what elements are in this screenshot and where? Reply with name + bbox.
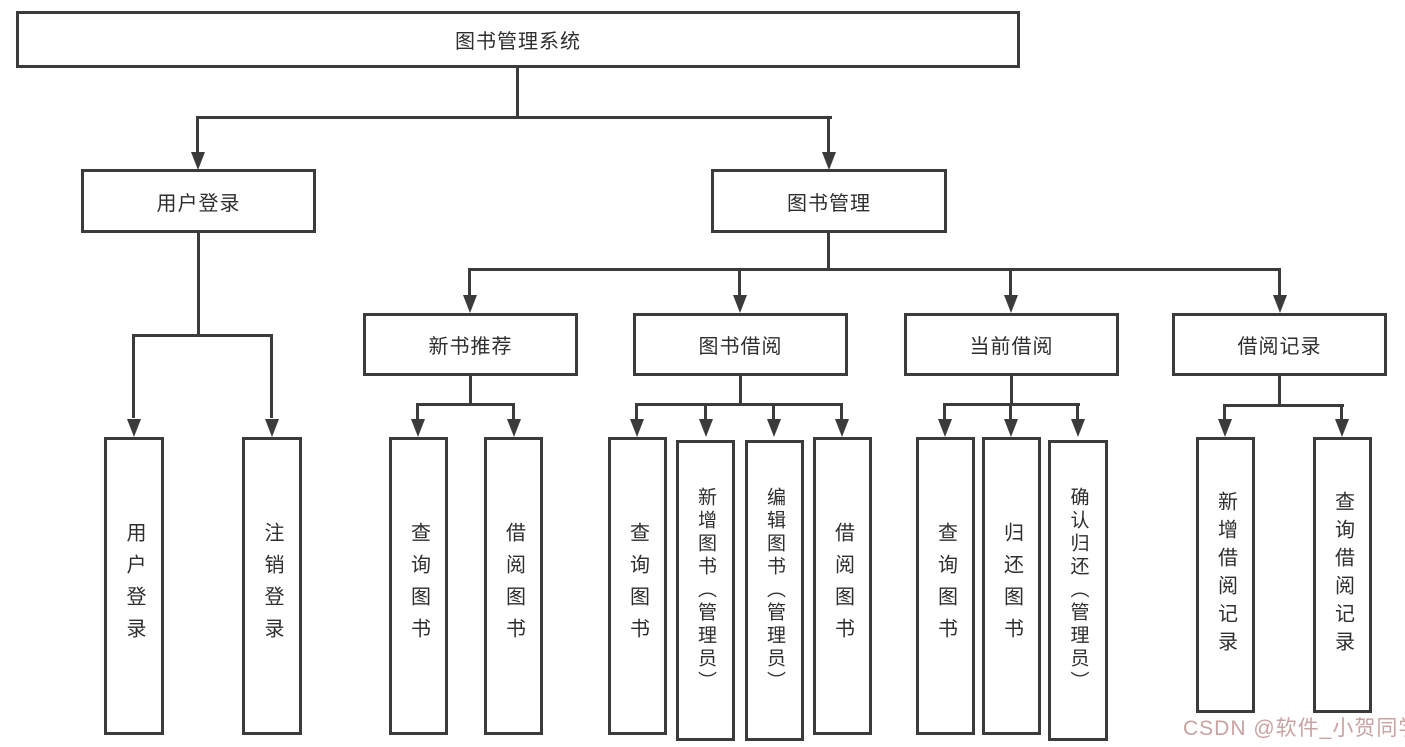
connector-line xyxy=(636,403,843,406)
connector-line xyxy=(772,403,775,421)
connector-line xyxy=(1340,404,1343,421)
node-label: 确认归还（管理员） xyxy=(1067,487,1089,694)
node-add-borrow-record: 新增借阅记录 xyxy=(1196,437,1255,713)
connector-line xyxy=(196,116,832,119)
arrow-down-icon xyxy=(630,419,644,437)
connector-line xyxy=(943,403,946,421)
connector-line xyxy=(270,334,273,418)
connector-line xyxy=(1009,268,1012,298)
arrow-down-icon xyxy=(835,419,849,437)
node-user-login: 用户登录 xyxy=(104,437,164,735)
node-label: 查询借阅记录 xyxy=(1331,491,1354,659)
node-label: 借阅图书 xyxy=(831,522,854,650)
node-edit-book-admin: 编辑图书（管理员） xyxy=(745,440,804,741)
arrow-down-icon xyxy=(822,152,836,170)
node-label: 图书管理 xyxy=(787,192,871,215)
connector-line xyxy=(738,268,741,298)
node-add-book-admin: 新增图书（管理员） xyxy=(676,440,735,741)
node-query-books-2: 查询图书 xyxy=(608,437,667,735)
connector-line xyxy=(1009,403,1012,421)
arrow-down-icon xyxy=(265,419,279,437)
connector-line xyxy=(1010,376,1013,405)
node-label: 新增借阅记录 xyxy=(1214,491,1237,659)
node-label: 借阅图书 xyxy=(502,522,525,650)
node-label: 当前借阅 xyxy=(969,336,1054,358)
connector-line xyxy=(1278,268,1281,298)
watermark: CSDN @软件_小贺同学 xyxy=(1183,717,1405,740)
node-label: 图书借阅 xyxy=(698,336,783,358)
arrow-down-icon xyxy=(1218,419,1232,437)
node-query-books-3: 查询图书 xyxy=(916,437,975,735)
connector-line xyxy=(827,233,830,270)
connector-line xyxy=(1278,376,1281,406)
arrow-down-icon xyxy=(733,295,747,313)
connector-line xyxy=(1224,404,1344,407)
arrow-down-icon xyxy=(127,419,141,437)
connector-line xyxy=(516,68,519,117)
connector-line xyxy=(416,403,419,421)
connector-line xyxy=(840,403,843,421)
arrow-down-icon xyxy=(938,419,952,437)
arrow-down-icon xyxy=(699,419,713,437)
node-borrow-books-1: 借阅图书 xyxy=(484,437,543,735)
node-return-book: 归还图书 xyxy=(982,437,1041,735)
arrow-down-icon xyxy=(191,152,205,170)
node-label: 用户登录 xyxy=(156,192,241,215)
connector-line xyxy=(1076,403,1079,421)
node-user-login-group: 用户登录 xyxy=(81,169,316,233)
node-new-book-recommend: 新书推荐 xyxy=(363,313,578,376)
connector-line xyxy=(739,376,742,405)
connector-line xyxy=(197,233,200,336)
connector-line xyxy=(132,334,135,418)
connector-line xyxy=(469,268,1281,271)
arrow-down-icon xyxy=(1335,419,1349,437)
node-current-borrowing: 当前借阅 xyxy=(904,313,1119,376)
connector-line xyxy=(1223,404,1226,421)
connector-line xyxy=(944,403,1080,406)
connector-line xyxy=(416,403,515,406)
connector-line xyxy=(827,116,830,156)
connector-line xyxy=(704,403,707,421)
connector-line xyxy=(469,376,472,405)
arrow-down-icon xyxy=(411,419,425,437)
node-borrow-records: 借阅记录 xyxy=(1172,313,1387,376)
arrow-down-icon xyxy=(1004,295,1018,313)
arrow-down-icon xyxy=(767,419,781,437)
node-label: 用户登录 xyxy=(123,522,145,650)
node-label: 借阅记录 xyxy=(1237,336,1322,358)
node-label: 归还图书 xyxy=(1000,522,1023,650)
node-borrow-books-2: 借阅图书 xyxy=(813,437,872,735)
connector-line xyxy=(635,403,638,421)
node-query-borrow-record: 查询借阅记录 xyxy=(1313,437,1372,713)
node-library-system: 图书管理系统 xyxy=(16,11,1020,68)
connector-line xyxy=(468,268,471,298)
connector-line xyxy=(132,334,273,337)
connector-line xyxy=(196,116,199,156)
connector-line xyxy=(512,403,515,421)
node-label: 图书管理系统 xyxy=(455,31,581,53)
node-label: 查询图书 xyxy=(407,522,430,650)
node-label: 编辑图书（管理员） xyxy=(764,487,785,694)
node-label: 注销登录 xyxy=(261,522,283,650)
arrow-down-icon xyxy=(1273,295,1287,313)
node-label: 新书推荐 xyxy=(428,336,513,358)
node-label: 查询图书 xyxy=(934,522,957,650)
node-book-management: 图书管理 xyxy=(711,169,947,233)
arrow-down-icon xyxy=(1071,419,1085,437)
node-confirm-return-admin: 确认归还（管理员） xyxy=(1048,440,1108,741)
arrow-down-icon xyxy=(1004,419,1018,437)
node-logout: 注销登录 xyxy=(242,437,302,735)
arrow-down-icon xyxy=(507,419,521,437)
arrow-down-icon xyxy=(463,295,477,313)
node-label: 新增图书（管理员） xyxy=(695,487,716,694)
node-book-borrowing: 图书借阅 xyxy=(633,313,848,376)
node-query-books-1: 查询图书 xyxy=(389,437,448,735)
node-label: 查询图书 xyxy=(626,522,649,650)
